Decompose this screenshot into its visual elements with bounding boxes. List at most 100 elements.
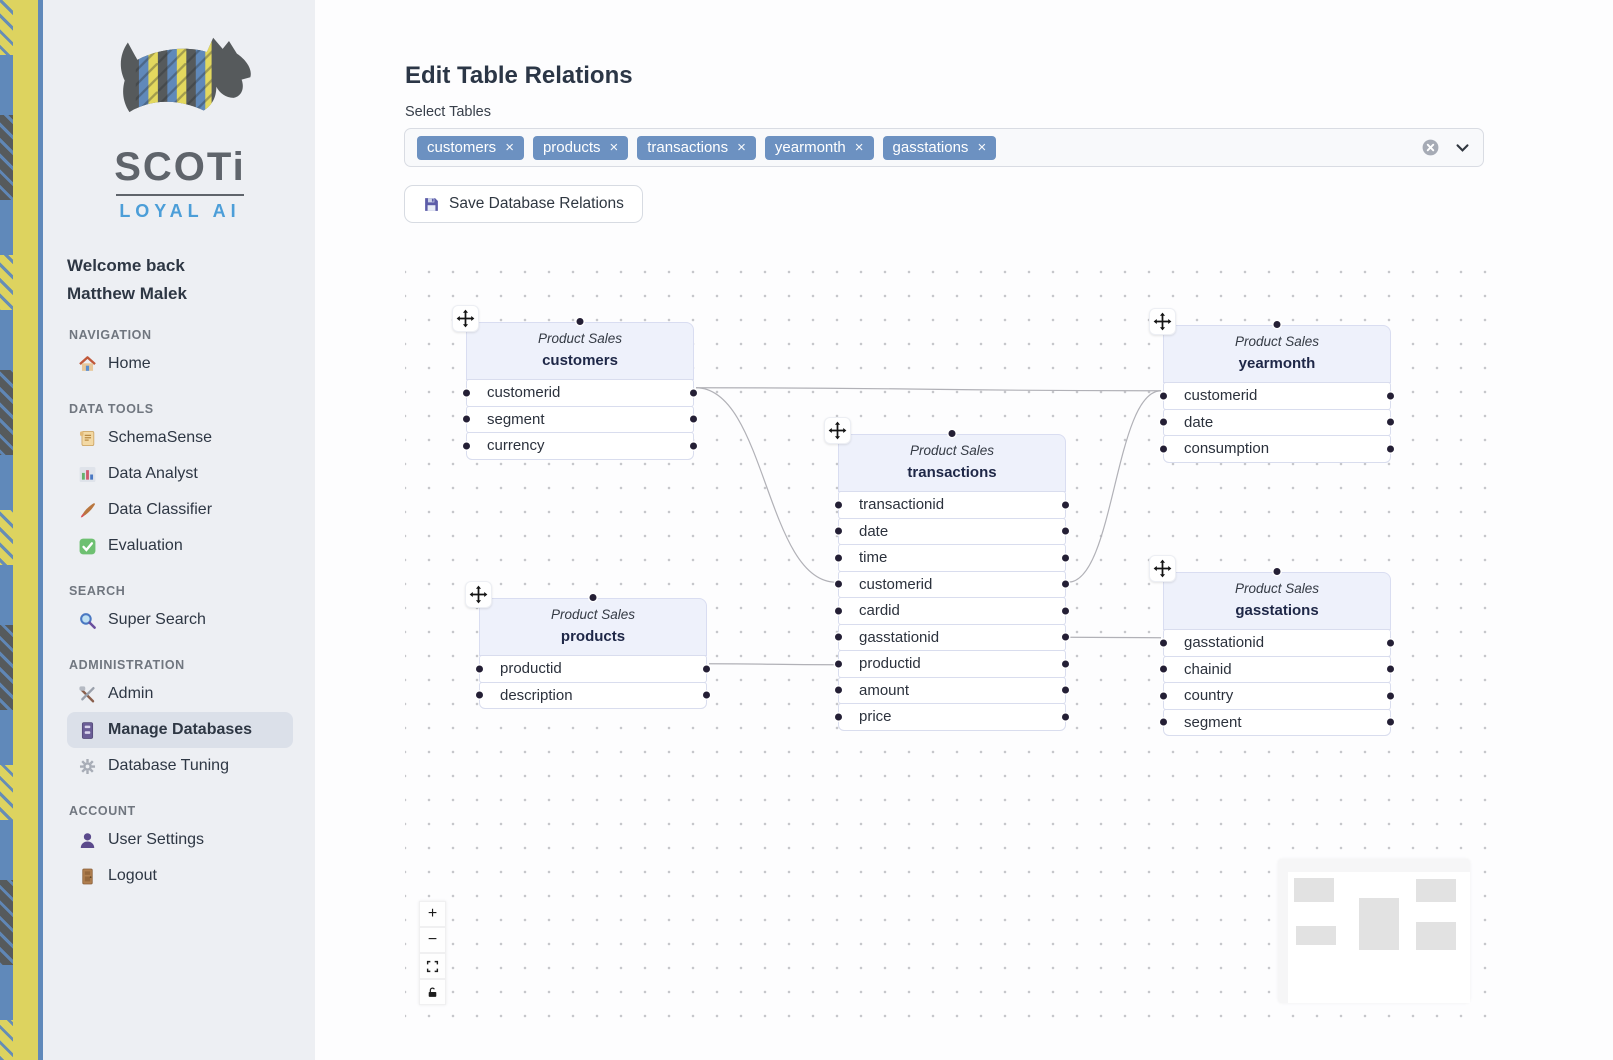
connection-handle-left[interactable] xyxy=(476,665,483,673)
field-row-currency[interactable]: currency xyxy=(463,432,697,460)
selected-table-chip-customers[interactable]: customers× xyxy=(417,135,524,160)
connection-handle-left[interactable] xyxy=(835,527,842,535)
sidebar-item-evaluation[interactable]: Evaluation xyxy=(67,528,293,564)
relation-edge-customers-yearmonth[interactable] xyxy=(695,387,1162,392)
connection-handle-right[interactable] xyxy=(1062,501,1069,509)
remove-chip-icon[interactable]: × xyxy=(737,138,746,156)
connection-handle-right[interactable] xyxy=(1062,660,1069,668)
field-row-amount[interactable]: amount xyxy=(835,676,1069,704)
connection-handle-left[interactable] xyxy=(835,580,842,588)
field-row-country[interactable]: country xyxy=(1160,682,1394,710)
sidebar-item-user-settings[interactable]: User Settings xyxy=(67,822,293,858)
connection-handle-left[interactable] xyxy=(835,607,842,615)
connection-handle-left[interactable] xyxy=(835,660,842,668)
field-row-time[interactable]: time xyxy=(835,544,1069,572)
connection-handle-right[interactable] xyxy=(1387,418,1394,426)
connection-handle-left[interactable] xyxy=(476,691,483,699)
field-row-transactionid[interactable]: transactionid xyxy=(835,491,1069,519)
connection-handle-right[interactable] xyxy=(1062,633,1069,641)
field-row-segment[interactable]: segment xyxy=(1160,708,1394,736)
drag-handle-icon[interactable] xyxy=(1149,555,1176,582)
drag-handle-icon[interactable] xyxy=(824,417,851,444)
selected-table-chip-gasstations[interactable]: gasstations× xyxy=(882,135,997,160)
connection-handle-right[interactable] xyxy=(1062,527,1069,535)
field-row-customerid[interactable]: customerid xyxy=(835,570,1069,598)
connection-handle-left[interactable] xyxy=(1160,718,1167,726)
selected-table-chip-products[interactable]: products× xyxy=(532,135,629,160)
connection-handle-right[interactable] xyxy=(1387,392,1394,400)
relation-edge-customers-transactions[interactable] xyxy=(695,387,837,583)
connection-handle-left[interactable] xyxy=(463,415,470,423)
sidebar-item-schemasense[interactable]: SchemaSense xyxy=(67,420,293,456)
drag-handle-icon[interactable] xyxy=(452,305,479,332)
field-row-productid[interactable]: productid xyxy=(476,655,710,683)
field-row-price[interactable]: price xyxy=(835,703,1069,731)
connection-handle-top[interactable] xyxy=(948,430,956,437)
sidebar-item-super-search[interactable]: Super Search xyxy=(67,602,293,638)
connection-handle-right[interactable] xyxy=(1387,445,1394,453)
field-row-date[interactable]: date xyxy=(1160,408,1394,436)
connection-handle-left[interactable] xyxy=(835,686,842,694)
field-row-cardid[interactable]: cardid xyxy=(835,597,1069,625)
connection-handle-top[interactable] xyxy=(1273,568,1281,575)
relation-edge-transactions-gasstations[interactable] xyxy=(1067,636,1162,639)
connection-handle-left[interactable] xyxy=(1160,692,1167,700)
relation-edge-products-transactions[interactable] xyxy=(708,663,837,666)
sidebar-item-data-analyst[interactable]: Data Analyst xyxy=(67,456,293,492)
field-row-gasstationid[interactable]: gasstationid xyxy=(1160,629,1394,657)
connection-handle-right[interactable] xyxy=(690,442,697,450)
minimap[interactable] xyxy=(1278,859,1470,1003)
field-row-gasstationid[interactable]: gasstationid xyxy=(835,623,1069,651)
connection-handle-right[interactable] xyxy=(1387,692,1394,700)
connection-handle-top[interactable] xyxy=(1273,321,1281,328)
chevron-down-icon[interactable] xyxy=(1454,139,1471,156)
connection-handle-left[interactable] xyxy=(463,389,470,397)
field-row-segment[interactable]: segment xyxy=(463,405,697,433)
connection-handle-right[interactable] xyxy=(690,389,697,397)
remove-chip-icon[interactable]: × xyxy=(505,138,514,156)
sidebar-item-database-tuning[interactable]: Database Tuning xyxy=(67,748,293,784)
lock-icon[interactable] xyxy=(419,979,446,1005)
connection-handle-left[interactable] xyxy=(1160,445,1167,453)
field-row-consumption[interactable]: consumption xyxy=(1160,435,1394,463)
remove-chip-icon[interactable]: × xyxy=(977,138,987,156)
field-row-description[interactable]: description xyxy=(476,681,710,709)
relation-edge-transactions-yearmonth[interactable] xyxy=(1067,390,1162,583)
sidebar-item-data-classifier[interactable]: Data Classifier xyxy=(67,492,293,528)
connection-handle-left[interactable] xyxy=(1160,665,1167,673)
connection-handle-right[interactable] xyxy=(1387,639,1394,647)
connection-handle-right[interactable] xyxy=(1387,718,1394,726)
connection-handle-left[interactable] xyxy=(835,501,842,509)
drag-handle-icon[interactable] xyxy=(465,581,492,608)
connection-handle-left[interactable] xyxy=(835,554,842,562)
sidebar-item-admin[interactable]: Admin xyxy=(67,676,293,712)
connection-handle-left[interactable] xyxy=(463,442,470,450)
connection-handle-right[interactable] xyxy=(1062,607,1069,615)
field-row-chainid[interactable]: chainid xyxy=(1160,655,1394,683)
remove-chip-icon[interactable]: × xyxy=(854,138,864,156)
connection-handle-right[interactable] xyxy=(1062,580,1069,588)
selected-table-chip-transactions[interactable]: transactions× xyxy=(637,135,756,160)
connection-handle-left[interactable] xyxy=(835,713,842,721)
connection-handle-left[interactable] xyxy=(835,633,842,641)
connection-handle-left[interactable] xyxy=(1160,392,1167,400)
connection-handle-right[interactable] xyxy=(1062,554,1069,562)
connection-handle-right[interactable] xyxy=(1062,686,1069,694)
field-row-date[interactable]: date xyxy=(835,517,1069,545)
drag-handle-icon[interactable] xyxy=(1149,308,1176,335)
sidebar-item-home[interactable]: Home xyxy=(67,346,293,382)
connection-handle-top[interactable] xyxy=(576,318,584,325)
connection-handle-left[interactable] xyxy=(1160,639,1167,647)
remove-chip-icon[interactable]: × xyxy=(609,138,619,156)
sidebar-item-logout[interactable]: Logout xyxy=(67,858,293,894)
sidebar-item-manage-databases[interactable]: Manage Databases xyxy=(67,712,293,749)
connection-handle-right[interactable] xyxy=(703,691,710,699)
field-row-productid[interactable]: productid xyxy=(835,650,1069,678)
connection-handle-top[interactable] xyxy=(589,594,597,601)
